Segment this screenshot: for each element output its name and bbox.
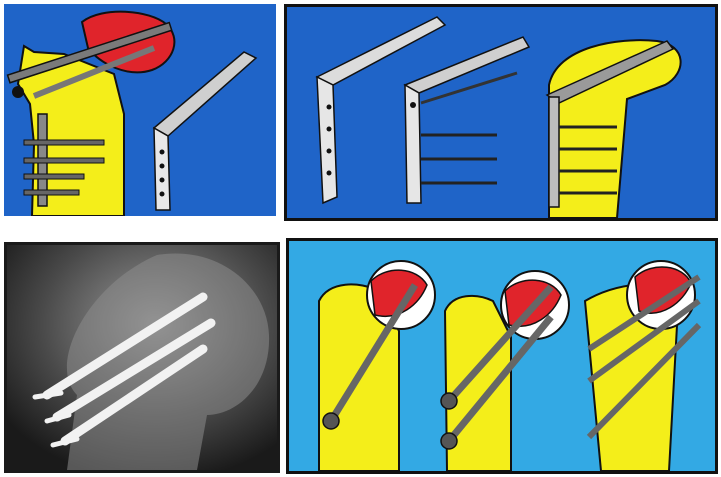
cannulated-screws-radiograph	[7, 245, 277, 470]
blade-plate-panel	[4, 4, 276, 216]
cannulated-screw-placement-illustration	[289, 241, 715, 471]
blade-plate-illustration	[4, 4, 276, 216]
condylar-screw-illustration	[287, 7, 715, 218]
condylar-screw-panel	[284, 4, 718, 221]
screw-placement-panel	[286, 238, 718, 474]
radiograph-panel	[4, 242, 280, 473]
